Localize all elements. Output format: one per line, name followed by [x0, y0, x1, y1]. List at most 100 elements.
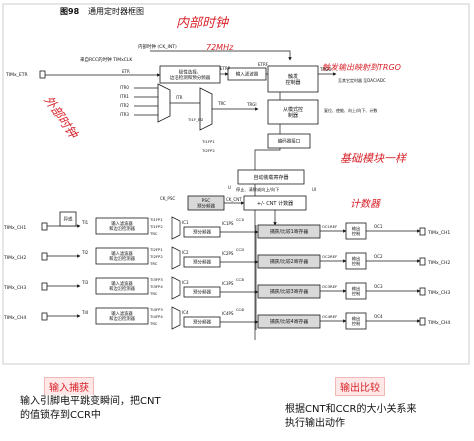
- filter-edge-ch2-label: 和边沿检测器: [109, 255, 135, 262]
- ic-ch3: IC3: [182, 280, 189, 285]
- etrp-label: ETRP: [220, 66, 231, 71]
- out-ctrl-ch2-label: 控制: [352, 260, 360, 267]
- encoder-interface-label: 编码器接口: [278, 138, 301, 145]
- slave-controller-label: 制器: [288, 112, 298, 119]
- itr2-label: ITR2: [120, 103, 129, 108]
- polarity-block-label: 边沿检测和预分频器: [170, 74, 211, 81]
- input-ch3: TIMx_CH3: [3, 285, 26, 291]
- ref-ch3: OC3REF: [322, 284, 337, 289]
- trgi-label: TRGI: [246, 102, 257, 107]
- trc-ch1: TRC: [149, 231, 158, 236]
- ck-cnt-label: CK_CNT: [226, 197, 242, 202]
- filter-edge-ch4: [95, 307, 149, 325]
- filter-edge-ch1-label: 输入滤波器: [111, 220, 133, 227]
- etr-label: ETR: [122, 69, 130, 74]
- cc-flag-ch1: CC1I: [236, 218, 244, 222]
- pin-in-ch2: [41, 252, 48, 261]
- cap-mux-ch4: [171, 306, 181, 330]
- ti-label-ch2: TI2: [81, 250, 89, 255]
- input-ch2: TIMx_CH2: [3, 255, 26, 261]
- trgo-label: TRGO: [319, 67, 331, 72]
- cap-mux-ch3: [171, 276, 181, 300]
- cap-prescaler-ch2-label: 预分频器: [193, 259, 211, 266]
- out-ctrl-ch2: [345, 252, 367, 270]
- filter-edge-ch4-label: 输入滤波器: [111, 310, 133, 317]
- trc-ch4: TRC: [149, 321, 158, 326]
- cc-flag-ch4: CC4I: [236, 308, 244, 312]
- output-compare-banner: 输出比较: [335, 377, 385, 396]
- fp-b-ch1: TI1FP2: [149, 224, 163, 229]
- itr3-label: ITR3: [120, 112, 129, 117]
- cap-mux-ch2: [171, 246, 181, 270]
- annotation-trgo-map: 触发输出映射到TRGO: [322, 63, 401, 72]
- oc-ch4: OC4: [374, 314, 383, 319]
- output-ch1: TIMx_CH1: [427, 230, 450, 236]
- ui-event-label: UI: [312, 187, 316, 192]
- fp-a-ch1: TI1FP1: [149, 217, 163, 222]
- etr-pin: [39, 70, 46, 79]
- ref-ch2: OC2REF: [322, 254, 337, 259]
- icps-ch3: IC3PS: [222, 281, 234, 286]
- ic-ch4: IC4: [182, 310, 189, 315]
- ccr-ch3-label: 捕获/比较3寄存器: [270, 288, 308, 295]
- output-ch3: TIMx_CH3: [427, 290, 450, 296]
- fp-a-ch2: TI2FP1: [149, 247, 163, 252]
- cap-prescaler-ch4: [183, 316, 221, 328]
- pin-in-ch4: [41, 312, 48, 321]
- auto-reload-register-label: 自动装载寄存器: [253, 174, 288, 181]
- auto-reload-register: [237, 169, 305, 185]
- pin-in-ch3: [41, 282, 48, 291]
- out-ctrl-ch2-label: 输出: [352, 255, 360, 262]
- annotation-base-module: 基础模块一样: [340, 152, 408, 165]
- stop-clear-label: 停止、清除或向上/向下: [236, 186, 279, 193]
- trc-ch3: TRC: [149, 291, 158, 296]
- out-ctrl-ch4-label: 控制: [352, 320, 360, 327]
- cap-mux-ch1: [171, 216, 181, 240]
- input-capture-note: 输入引脚电平跳变瞬间，把CNT的值锁存到CCR中: [20, 395, 170, 425]
- timx-etr-input: TIMx_ETR: [5, 72, 28, 78]
- cc-flag-ch2: CC2I: [236, 248, 244, 252]
- trigger-controller: [267, 65, 319, 93]
- itr-mux: [157, 83, 171, 123]
- filter-edge-ch2: [95, 247, 149, 265]
- trc-label-top: TRC: [217, 101, 226, 106]
- ccr-ch3: [257, 284, 321, 299]
- annotation-external-clock: 外部时钟: [41, 93, 81, 142]
- cc-flag-ch3: CC3I: [236, 278, 244, 282]
- diagram-labels: 内部时钟 (CK_INT) 来自RCC的时钟 TIMxCLK TIMx_ETR ETR…: [3, 43, 450, 327]
- psc-prescaler-label: PSC: [202, 198, 211, 204]
- pin-in-ch1: [41, 222, 48, 231]
- out-ctrl-ch1-label: 控制: [352, 230, 360, 237]
- output-ch2: TIMx_CH2: [427, 260, 450, 266]
- internal-clock-label: 内部时钟 (CK_INT): [138, 43, 177, 50]
- fp-a-ch3: TI3FP3: [149, 277, 163, 282]
- figure-frame: [2, 3, 470, 365]
- input-filter-top: [227, 67, 267, 81]
- pin-out-ch2: [419, 257, 426, 266]
- rcc-source-label: 来自RCC的时钟 TIMxCLK: [80, 56, 133, 63]
- cnt-counter-label: +/- CNT 计数器: [257, 200, 293, 207]
- ti-label-ch4: TI4: [81, 310, 89, 315]
- slave-controller: [267, 99, 319, 125]
- oc-ch2: OC2: [374, 254, 383, 259]
- ccr-ch1-label: 捕获/比较1寄存器: [270, 228, 308, 235]
- cap-prescaler-ch1-label: 预分频器: [193, 229, 211, 236]
- itr1-label: ITR1: [120, 94, 129, 99]
- ccr-ch1: [257, 224, 321, 239]
- cap-prescaler-ch3-label: 预分频器: [193, 289, 211, 296]
- filter-edge-ch3-label: 和边沿检测器: [109, 285, 135, 292]
- pin-out-ch1: [419, 227, 426, 236]
- cnt-counter: [243, 195, 307, 211]
- input-filter-top-label: 输入滤波器: [236, 71, 259, 78]
- ti-label-ch1: TI1: [81, 220, 89, 225]
- ic-ch1: IC1: [182, 220, 189, 225]
- ref-ch1: OC1REF: [322, 224, 337, 229]
- clk-int-line: [150, 50, 292, 61]
- oc-ch3: OC3: [374, 284, 383, 289]
- ti-label-ch3: TI3: [81, 280, 89, 285]
- ccr-ch4: [257, 314, 321, 329]
- itr-out-label: ITR: [176, 95, 183, 100]
- out-ctrl-ch1: [345, 222, 367, 240]
- polarity-block-label: 极性选择、: [179, 68, 202, 75]
